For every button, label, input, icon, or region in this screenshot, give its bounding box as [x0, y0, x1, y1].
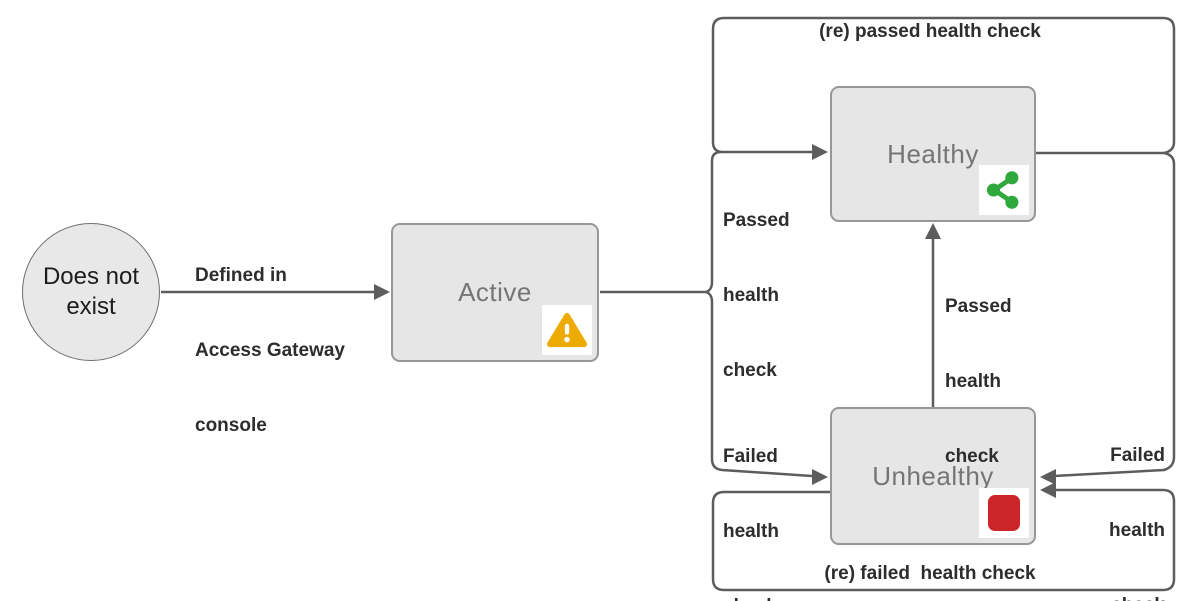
stop-icon [988, 495, 1020, 531]
arrowhead-into-unhealthy-left [812, 469, 828, 485]
edge-label-passed-to-healthy-line1: Passed [723, 210, 790, 231]
state-unhealthy-label: Unhealthy [872, 460, 994, 491]
edge-failed-from-healthy-line [1053, 151, 1176, 478]
edge-failed-to-unhealthy-line [705, 290, 813, 478]
warning-icon [547, 312, 587, 348]
share-icon [986, 171, 1019, 209]
state-unhealthy: Unhealthy [830, 407, 1036, 545]
state-active-label: Active [458, 277, 532, 307]
edge-label-failed-from-healthy-line2: health [1109, 520, 1165, 541]
unhealthy-badge [979, 488, 1029, 538]
edge-label-failed-to-unhealthy-line3: check [723, 594, 779, 601]
healthy-badge [979, 165, 1029, 215]
state-does-not-exist-label-line1: Does not [42, 263, 140, 290]
edge-label-passed-recover-line2: health [945, 371, 1001, 392]
edge-label-re-passed: (re) passed health check [819, 21, 1041, 42]
edge-label-passed-recover-line1: Passed [945, 296, 1012, 317]
edge-re-failed-loop-line [711, 488, 1176, 592]
arrowhead-into-healthy-bottom [925, 223, 941, 239]
edge-label-defined-line2: Access Gateway [195, 340, 345, 361]
state-does-not-exist: Does not exist [22, 223, 160, 361]
warning-badge [542, 305, 592, 355]
edge-label-passed-recover-line3: check [945, 446, 999, 467]
edge-label-passed-to-healthy: Passed health check [723, 158, 790, 433]
edge-label-failed-to-unhealthy: Failed health check [723, 394, 779, 601]
edge-label-defined-line1: Defined in [195, 265, 287, 286]
edge-label-failed-from-healthy-line3: check [1085, 593, 1165, 601]
state-does-not-exist-label-line2: exist [66, 293, 116, 320]
edge-label-failed-to-unhealthy-line2: health [723, 521, 779, 542]
edge-label-re-failed: (re) failed health check [824, 563, 1036, 584]
edge-label-defined: Defined in Access Gateway console [195, 213, 345, 488]
edge-label-failed-to-unhealthy-line1: Failed [723, 446, 778, 467]
edge-label-failed-from-healthy-line1: Failed [1110, 445, 1165, 466]
arrowhead-into-healthy-left [812, 144, 828, 160]
arrowhead-into-active [374, 284, 390, 300]
arrowhead-into-unhealthy-right-upper [1040, 469, 1056, 485]
edge-label-passed-recover: Passed health check [945, 244, 1012, 519]
edge-label-failed-from-healthy: Failed health check [1085, 393, 1165, 601]
state-healthy-label: Healthy [887, 138, 979, 169]
edge-label-passed-to-healthy-line3: check [723, 360, 777, 381]
edge-label-passed-to-healthy-line2: health [723, 285, 779, 306]
arrowhead-into-unhealthy-right-lower [1040, 482, 1056, 498]
state-healthy: Healthy [830, 86, 1036, 222]
edge-re-passed-loop-line [711, 16, 1176, 155]
edge-label-defined-line3: console [195, 415, 267, 436]
state-active: Active [391, 223, 599, 362]
